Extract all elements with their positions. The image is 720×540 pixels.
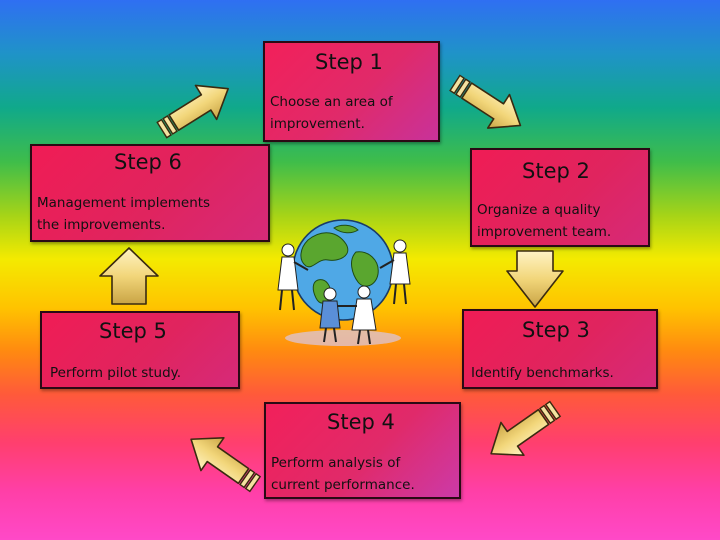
step-6-title: Step 6 xyxy=(114,150,182,174)
step-4-box: Step 4 Perform analysis of current perfo… xyxy=(264,402,461,499)
step-4-title: Step 4 xyxy=(327,410,395,434)
arrow-1-to-2-icon xyxy=(445,65,533,144)
step-1-title: Step 1 xyxy=(315,50,383,74)
step-3-description: Identify benchmarks. xyxy=(471,365,614,381)
step-4-description: Perform analysis of current performance. xyxy=(271,455,415,493)
step-2-description: Organize a quality improvement team. xyxy=(477,202,612,240)
arrow-5-to-6-icon xyxy=(99,247,159,305)
step-6-box: Step 6 Management implements the improve… xyxy=(30,144,270,242)
arrow-4-to-5-icon xyxy=(178,422,265,502)
step-5-title: Step 5 xyxy=(99,319,167,343)
step-3-title: Step 3 xyxy=(522,318,590,342)
step-3-box: Step 3 Identify benchmarks. xyxy=(462,309,658,389)
step-1-box: Step 1 Choose an area of improvement. xyxy=(263,41,440,142)
step-5-description: Perform pilot study. xyxy=(50,365,182,381)
step-6-description: Management implements the improvements. xyxy=(37,195,211,233)
step-1-description: Choose an area of improvement. xyxy=(270,94,393,132)
step-2-box: Step 2 Organize a quality improvement te… xyxy=(470,148,650,247)
arrow-6-to-1-icon xyxy=(150,70,240,148)
arrow-2-to-3-icon xyxy=(506,250,564,308)
arrow-3-to-4-icon xyxy=(478,395,568,471)
globe-people-clipart xyxy=(277,219,411,346)
step-2-title: Step 2 xyxy=(522,159,590,183)
step-5-box: Step 5 Perform pilot study. xyxy=(40,311,240,389)
